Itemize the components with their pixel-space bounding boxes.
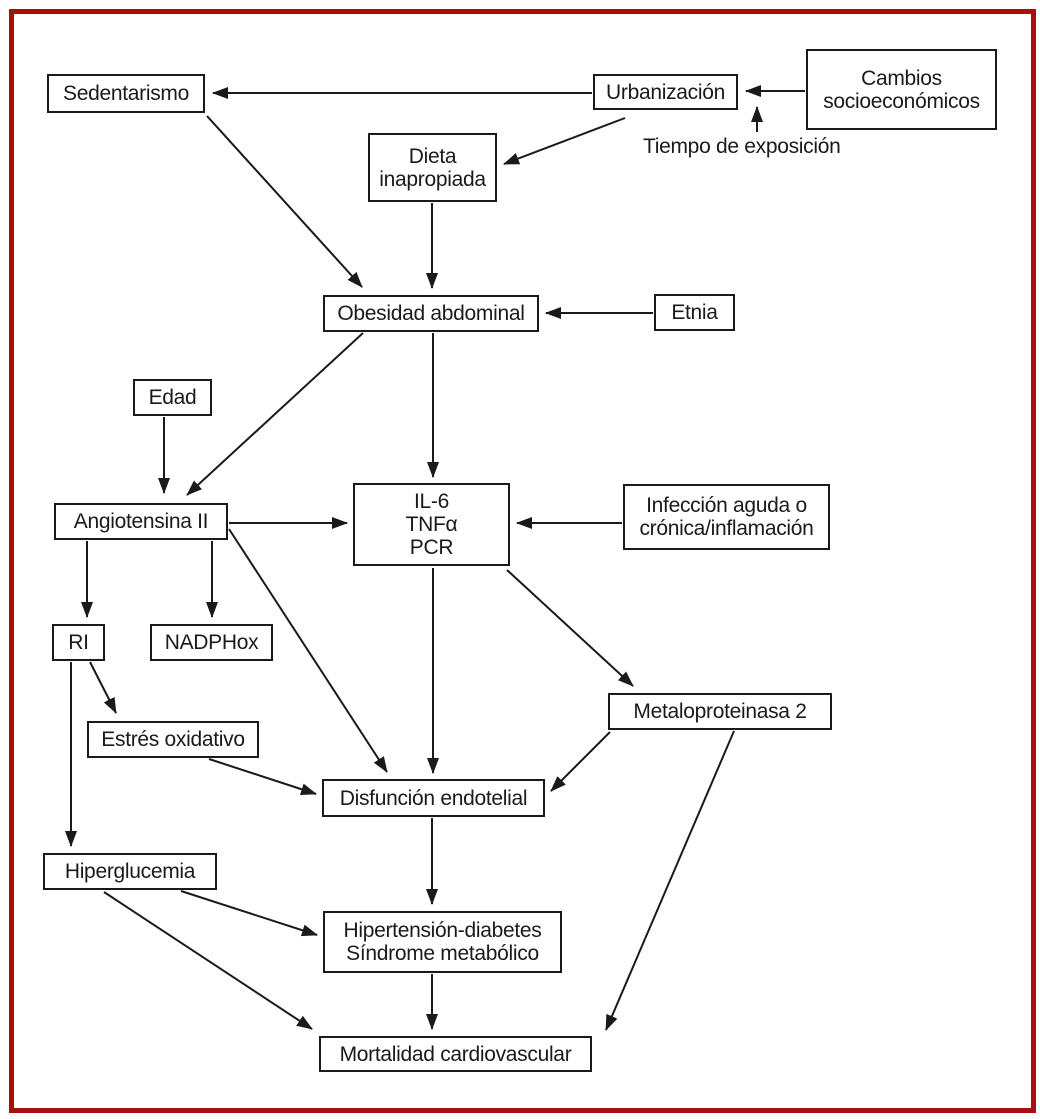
node-label: Sedentarismo	[63, 82, 189, 105]
arrow-sedentarismo-to-obesidad	[206, 115, 363, 288]
node-label: Metaloproteinasa 2	[633, 700, 807, 723]
node-label: Estrés oxidativo	[101, 728, 245, 751]
node-label: Disfunción endotelial	[339, 786, 528, 810]
node-nadphox: NADPHox	[150, 624, 273, 661]
node-urbanizacion: Urbanización	[593, 74, 738, 110]
arrow-estres-to-disfuncion	[208, 758, 317, 796]
node-label: Urbanización	[606, 80, 725, 104]
node-label: Infección aguda o	[646, 494, 807, 517]
arrow-hiperglucemia-to-hipertension	[180, 890, 318, 937]
node-label: RI	[68, 631, 89, 654]
node-label: Hiperglucemia	[64, 860, 196, 883]
node-label: Obesidad abdominal	[337, 302, 525, 325]
node-label: Angiotensina II	[73, 510, 209, 533]
node-label: Mortalidad cardiovascular	[339, 1042, 572, 1066]
node-label: Síndrome metabólico	[346, 942, 539, 965]
node-ri: RI	[52, 624, 105, 661]
node-etnia: Etnia	[654, 294, 735, 331]
node-label: crónica/inflamación	[639, 517, 814, 540]
node-label: TNFα	[405, 513, 458, 536]
node-label: Hipertensión-diabetes	[343, 919, 542, 942]
node-label: Dieta	[408, 144, 457, 168]
node-hipertension-sindrome: Hipertensión-diabetes Síndrome metabólic…	[323, 911, 562, 973]
node-dieta-inapropiada: Dieta inapropiada	[368, 133, 497, 202]
node-label: Edad	[148, 386, 197, 409]
node-edad: Edad	[133, 379, 212, 416]
node-obesidad-abdominal: Obesidad abdominal	[323, 295, 539, 332]
node-label: PCR	[409, 536, 454, 559]
arrow-urbanizacion-to-dieta	[503, 117, 626, 165]
node-infeccion: Infección aguda o crónica/inflamación	[623, 484, 830, 550]
arrow-obesidad-to-angiotensina	[186, 332, 364, 496]
label-tiempo-de-exposicion: Tiempo de exposición	[643, 135, 841, 158]
node-mortalidad-cardiovascular: Mortalidad cardiovascular	[319, 1036, 592, 1072]
node-label: NADPHox	[164, 631, 259, 654]
node-hiperglucemia: Hiperglucemia	[43, 853, 217, 890]
node-estres-oxidativo: Estrés oxidativo	[87, 721, 259, 758]
node-label: socioeconómicos	[823, 89, 980, 113]
node-label: inapropiada	[379, 167, 486, 191]
arrow-angiotensina-to-disfuncion	[228, 528, 388, 773]
node-cambios-socioeconomicos: Cambios socioeconómicos	[806, 49, 997, 130]
node-label: Cambios	[861, 66, 942, 90]
node-il6-tnfa-pcr: IL-6 TNFα PCR	[353, 483, 510, 566]
node-metaloproteinasa-2: Metaloproteinasa 2	[608, 693, 832, 730]
node-disfuncion-endotelial: Disfunción endotelial	[322, 779, 545, 817]
node-label: Etnia	[671, 301, 718, 324]
arrow-il6-to-metaloproteinasa	[506, 569, 634, 687]
node-label: IL-6	[414, 490, 449, 513]
node-sedentarismo: Sedentarismo	[47, 74, 205, 113]
arrow-metaloproteinasa-to-mortalidad	[605, 730, 735, 1031]
arrow-hiperglucemia-to-mortalidad	[103, 891, 313, 1030]
arrow-ri-to-estres	[89, 661, 117, 714]
arrow-metaloproteinasa-to-disfuncion	[550, 731, 611, 792]
node-angiotensina-ii: Angiotensina II	[54, 503, 228, 540]
